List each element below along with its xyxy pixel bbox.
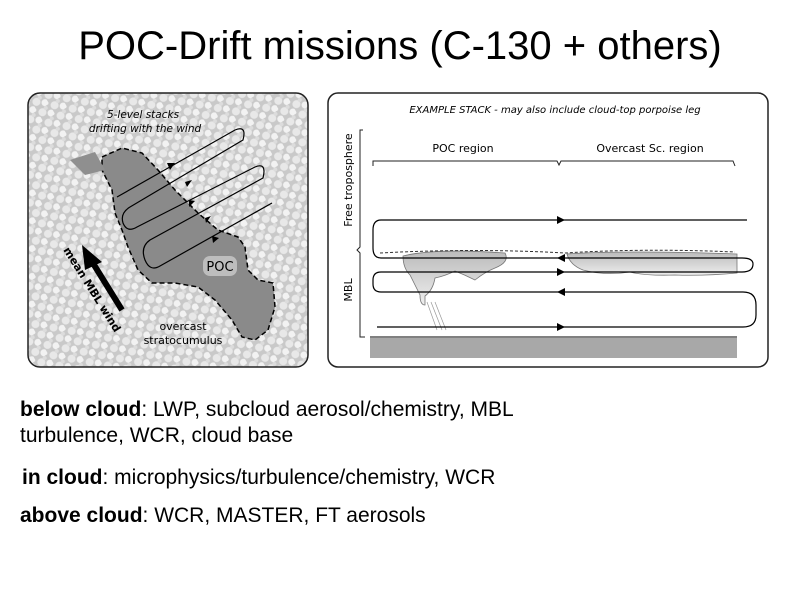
mbl-label: MBL <box>342 278 355 302</box>
bullet-text: : WCR, MASTER, FT aerosols <box>142 504 426 527</box>
bullet-term: in cloud <box>22 466 103 489</box>
bullet-term: above cloud <box>20 504 143 527</box>
stack-heading: EXAMPLE STACK - may also include cloud-t… <box>409 105 700 116</box>
overcast-label-line1: overcast <box>159 320 207 333</box>
example-stack-figure: EXAMPLE STACK - may also include cloud-t… <box>325 90 775 370</box>
bullet-above-cloud: above cloud: WCR, MASTER, FT aerosols <box>20 503 780 529</box>
bullet-text: : LWP, subcloud aerosol/chemistry, MBL <box>141 398 514 421</box>
wind-arrow-icon <box>82 245 125 312</box>
poc-label: POC <box>206 260 233 275</box>
flight-path <box>372 219 757 328</box>
slide-title: POC-Drift missions (C-130 + others) <box>78 24 722 68</box>
bullet-text: : microphysics/turbulence/chemistry, WCR <box>102 466 496 489</box>
bullet-term: below cloud <box>20 398 142 421</box>
ocean-surface <box>370 338 737 358</box>
stacks-label-line1: 5-level stacks <box>107 109 180 121</box>
poc-region-label: POC region <box>432 142 493 155</box>
direction-arrows <box>557 216 565 331</box>
stacks-label-line2: drifting with the wind <box>89 123 202 135</box>
bullet-text-continued: turbulence, WCR, cloud base <box>20 424 294 447</box>
bullet-below-cloud: below cloud: LWP, subcloud aerosol/chemi… <box>20 397 780 449</box>
free-troposphere-label: Free troposphere <box>342 133 355 227</box>
poc-map-figure: 5-level stacks drifting with the wind PO… <box>25 90 315 370</box>
overcast-label-line2: stratocumulus <box>144 334 223 347</box>
bullet-in-cloud: in cloud: microphysics/turbulence/chemis… <box>22 465 782 491</box>
overcast-region-label: Overcast Sc. region <box>596 142 703 155</box>
flight-stack-path <box>116 128 273 269</box>
